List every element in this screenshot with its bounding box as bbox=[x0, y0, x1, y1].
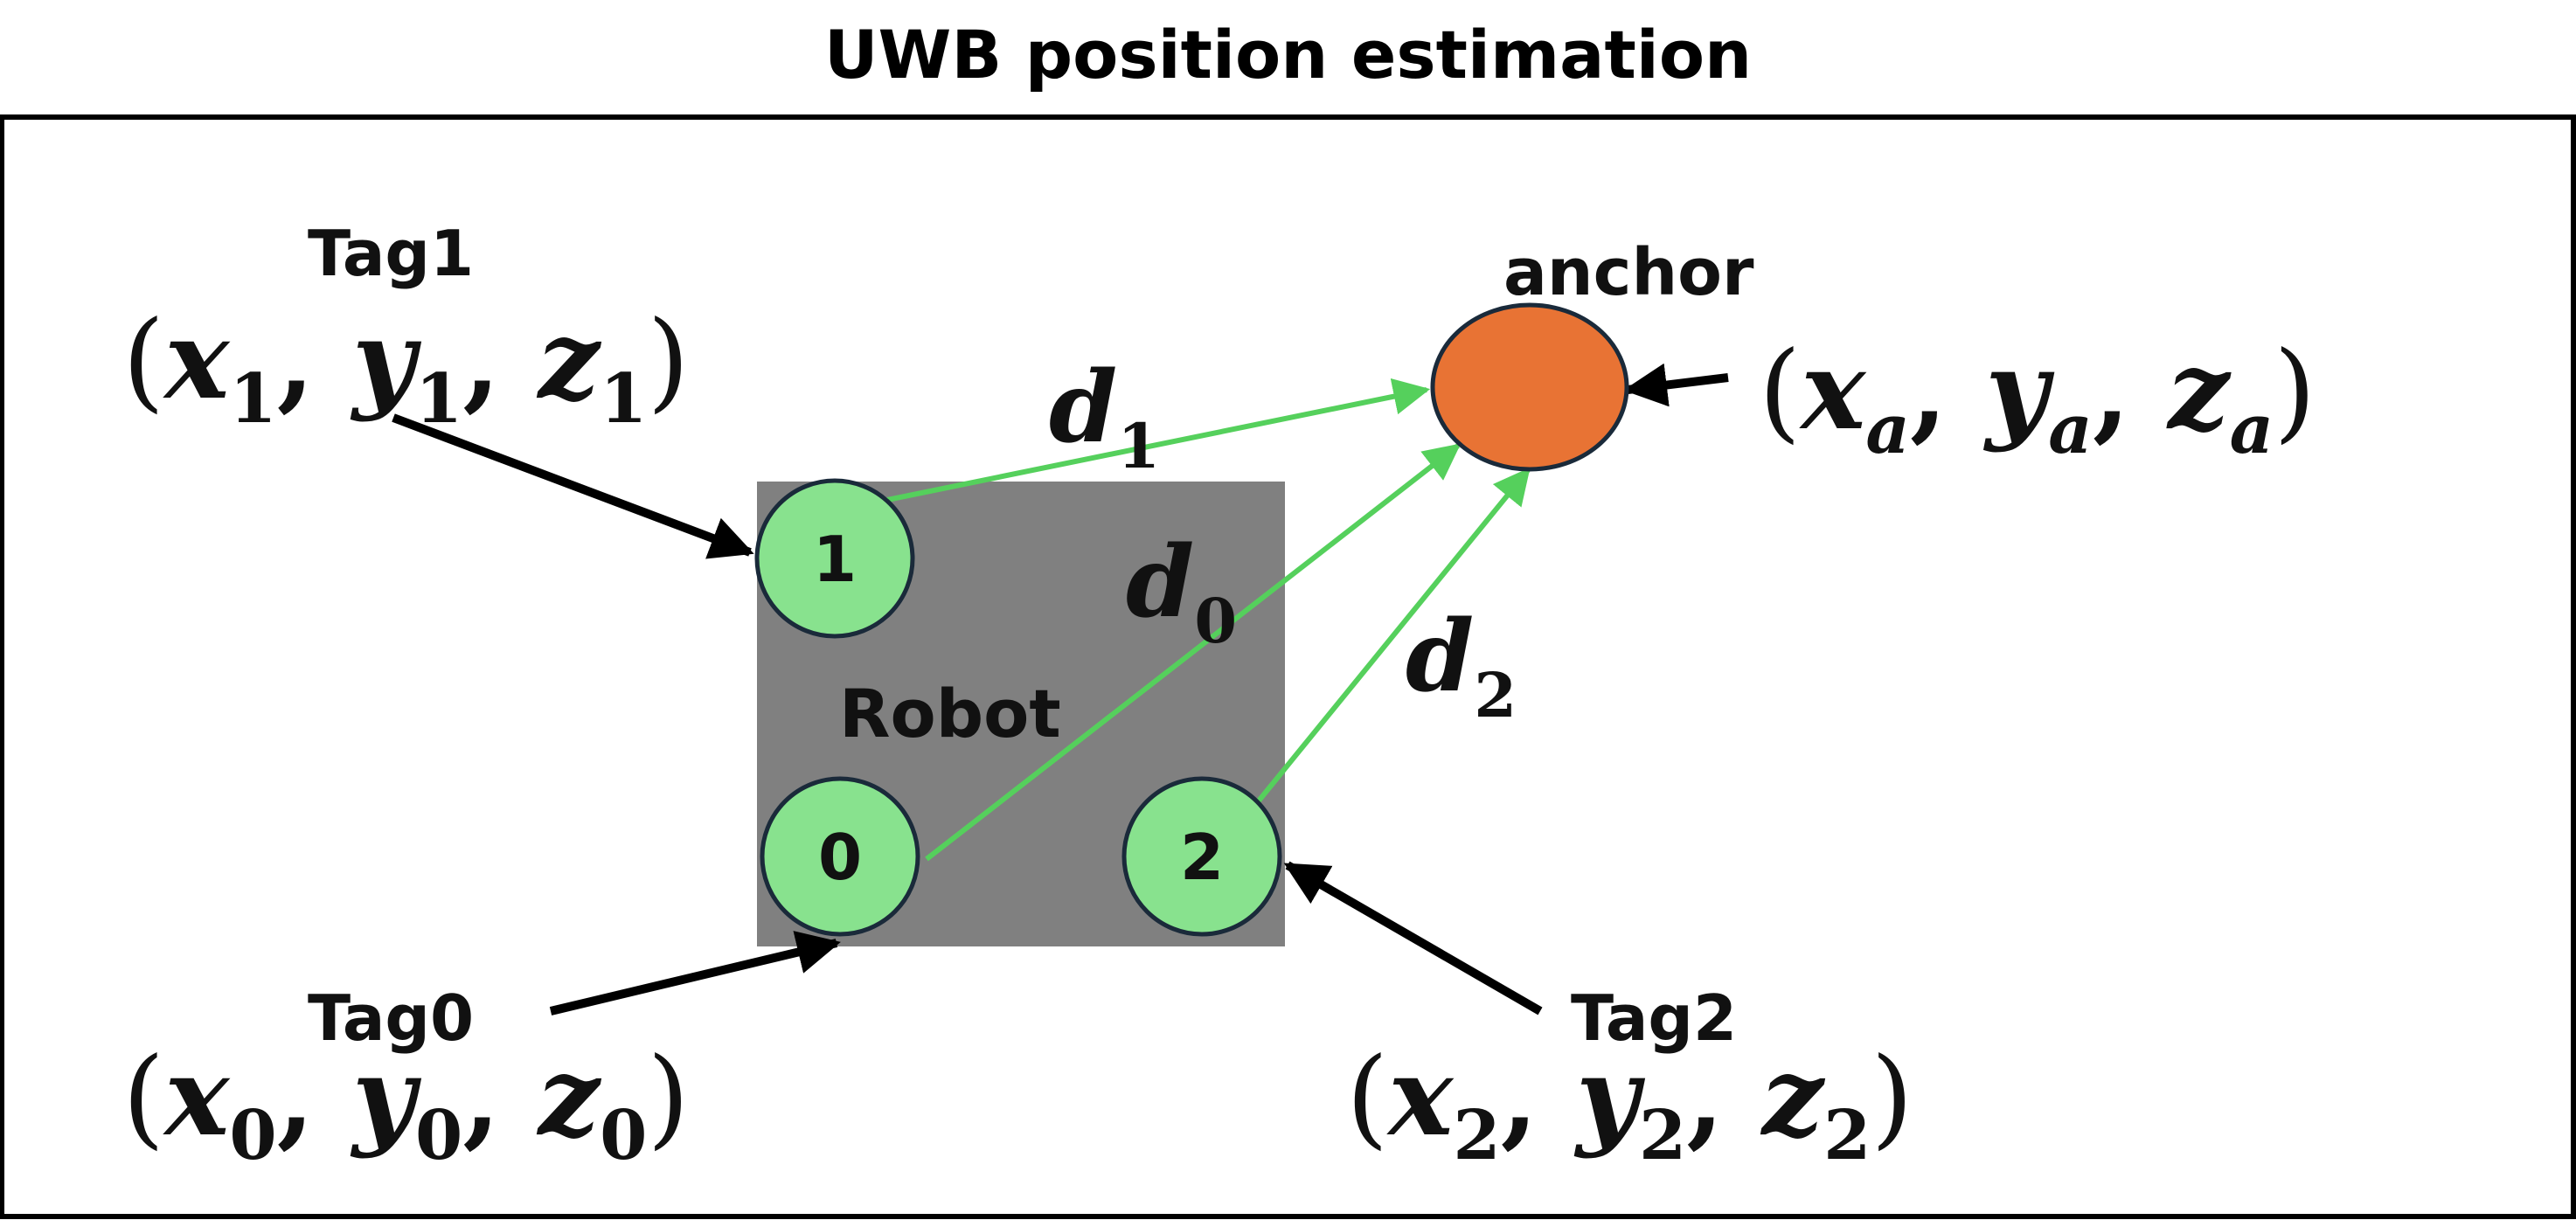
tag1-label: Tag1 bbox=[308, 217, 474, 290]
tag2-pointer-arrow bbox=[1283, 861, 1543, 1016]
tag2-coordinates: (x2, y2, z2) bbox=[1346, 1034, 1913, 1175]
tag1-coordinates: (x1, y1, z1) bbox=[122, 297, 690, 439]
anchor-node bbox=[1430, 302, 1629, 472]
distance-line-d2 bbox=[1253, 467, 1531, 806]
tag0-pointer-arrow bbox=[549, 931, 841, 1016]
tag1-pointer-arrow bbox=[392, 413, 754, 559]
tag2-number: 2 bbox=[1180, 821, 1224, 894]
anchor-coordinates: (xa, ya, za) bbox=[1759, 328, 2316, 469]
tag0-node: 0 bbox=[760, 776, 920, 937]
tag0-number: 0 bbox=[818, 821, 862, 894]
tag2-label: Tag2 bbox=[1571, 981, 1737, 1055]
distance-line-d0 bbox=[925, 443, 1462, 862]
anchor-label: anchor bbox=[1503, 235, 1754, 310]
diagram-title: UWB position estimation bbox=[823, 16, 1753, 94]
tag2-node: 2 bbox=[1121, 776, 1282, 937]
tag0-label: Tag0 bbox=[308, 981, 474, 1055]
distance-label-d1: d1 bbox=[1049, 350, 1160, 482]
tag1-node: 1 bbox=[754, 478, 915, 639]
tag0-coordinates: (x0, y0, z0) bbox=[122, 1034, 690, 1175]
diagram-border bbox=[0, 114, 2576, 1219]
distance-label-d0: d0 bbox=[1126, 525, 1237, 657]
distance-line-d1 bbox=[886, 378, 1431, 503]
tag1-number: 1 bbox=[813, 523, 857, 596]
anchor-pointer-arrow bbox=[1623, 363, 1729, 407]
robot-label: Robot bbox=[839, 675, 1061, 752]
distance-label-d2: d2 bbox=[1406, 600, 1517, 731]
